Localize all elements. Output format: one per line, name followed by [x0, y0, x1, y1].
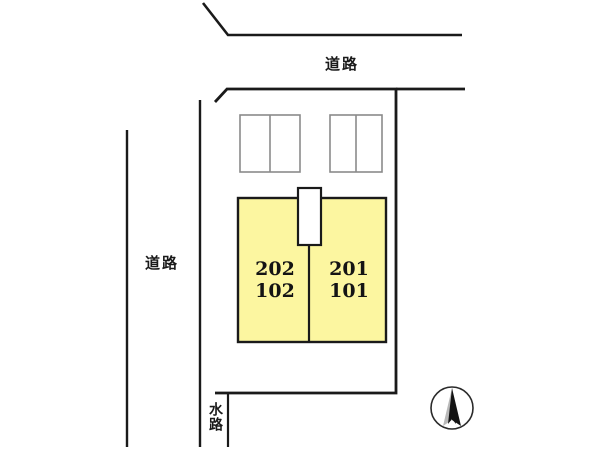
unit-number-202: 202 — [255, 258, 295, 280]
unit-label-right: 201 101 — [322, 258, 376, 302]
unit-number-102: 102 — [255, 280, 295, 302]
unit-number-201: 201 — [329, 258, 369, 280]
apartment-building[interactable] — [236, 186, 388, 344]
waterway-label: 水路 — [207, 402, 223, 432]
road-label-left: 道路 — [145, 254, 180, 272]
road-boundary-top — [201, 2, 462, 37]
parking-block-left[interactable] — [239, 114, 301, 173]
compass-needle-core — [448, 388, 456, 424]
unit-label-left: 202 102 — [248, 258, 302, 302]
road-label-top: 道路 — [325, 55, 360, 73]
building-entrance-stairs — [296, 186, 323, 247]
unit-number-101: 101 — [329, 280, 369, 302]
parking-block-right[interactable] — [329, 114, 383, 173]
north-arrow-icon — [430, 386, 474, 430]
